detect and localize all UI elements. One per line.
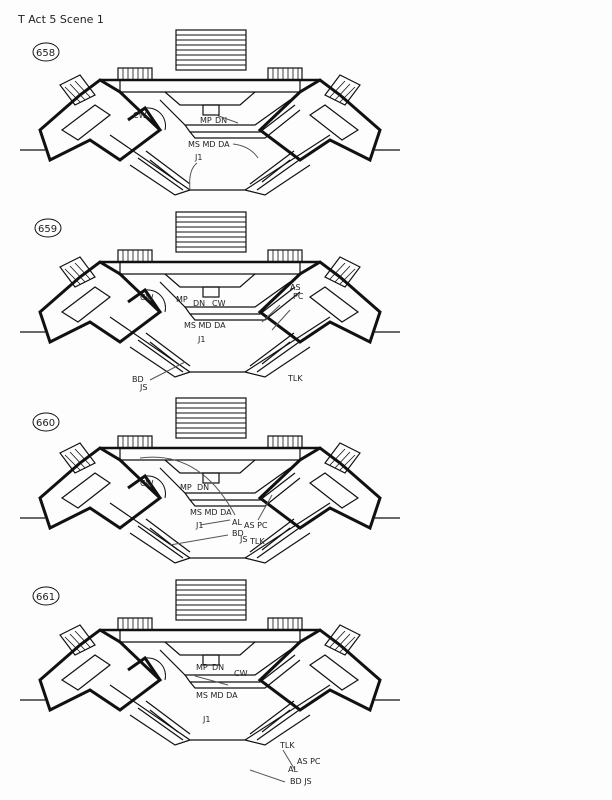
label: J1 xyxy=(202,715,210,724)
label: AS xyxy=(290,283,301,292)
frame-number: 661 xyxy=(36,592,55,603)
frame-658: 658 CW MP DN MS MD DA J1 xyxy=(18,28,402,197)
label: AS PC xyxy=(244,521,268,530)
label: DN xyxy=(215,116,227,125)
label: MS MD DA xyxy=(196,691,238,700)
movement-arrow xyxy=(139,456,273,546)
frame-659: 659 CW MP DN CW AS PC MS MD DA J1 BD JS … xyxy=(18,210,402,392)
label: DN xyxy=(212,663,224,672)
label: CW xyxy=(140,293,154,302)
label: BD xyxy=(232,529,244,538)
label: J1 xyxy=(194,153,202,162)
frame-number-circle xyxy=(34,218,62,238)
label: AL xyxy=(288,765,298,774)
set-drawing xyxy=(18,28,402,197)
label: AL xyxy=(232,518,242,527)
frame-661: 661 MP DN CW MS MD DA J1 TLK AS PC AL BD… xyxy=(18,578,402,786)
label: PC xyxy=(293,292,304,301)
label: CW xyxy=(140,479,154,488)
frame-660: 660 CW MP DN MS MD DA J1 AL AS PC BD JS … xyxy=(18,396,402,565)
label: J1 xyxy=(195,521,203,530)
label: AS PC xyxy=(297,757,321,766)
label: MS MD DA xyxy=(184,321,226,330)
movement-arrow xyxy=(189,114,259,191)
label: J1 xyxy=(197,335,205,344)
label: MP xyxy=(180,483,192,492)
label: TLK xyxy=(287,374,303,383)
set-drawing xyxy=(18,210,402,379)
label: DN xyxy=(197,483,209,492)
label: BD JS xyxy=(290,777,312,786)
label: CW xyxy=(234,669,248,678)
frame-number: 659 xyxy=(38,224,57,235)
label: TLK xyxy=(249,537,265,546)
movement-arrow xyxy=(194,675,296,783)
label: MS MD DA xyxy=(188,140,230,149)
frame-number: 658 xyxy=(36,48,55,59)
label: DN xyxy=(193,299,205,308)
label: MP xyxy=(176,295,188,304)
movement-arrow xyxy=(149,304,291,381)
frame-number-circle xyxy=(32,42,60,62)
label: JS xyxy=(239,535,247,544)
label: TLK xyxy=(279,741,295,750)
frame-number-circle xyxy=(32,586,60,606)
label: CW xyxy=(133,111,147,120)
label: JS xyxy=(139,383,147,392)
label: MS MD DA xyxy=(190,508,232,517)
label: MP xyxy=(200,116,212,125)
scene-title: T Act 5 Scene 1 xyxy=(17,13,104,26)
label: BD xyxy=(132,375,144,384)
frame-number-circle xyxy=(32,412,60,432)
label: CW xyxy=(212,299,226,308)
frame-number: 660 xyxy=(36,418,55,429)
label: MP xyxy=(196,663,208,672)
